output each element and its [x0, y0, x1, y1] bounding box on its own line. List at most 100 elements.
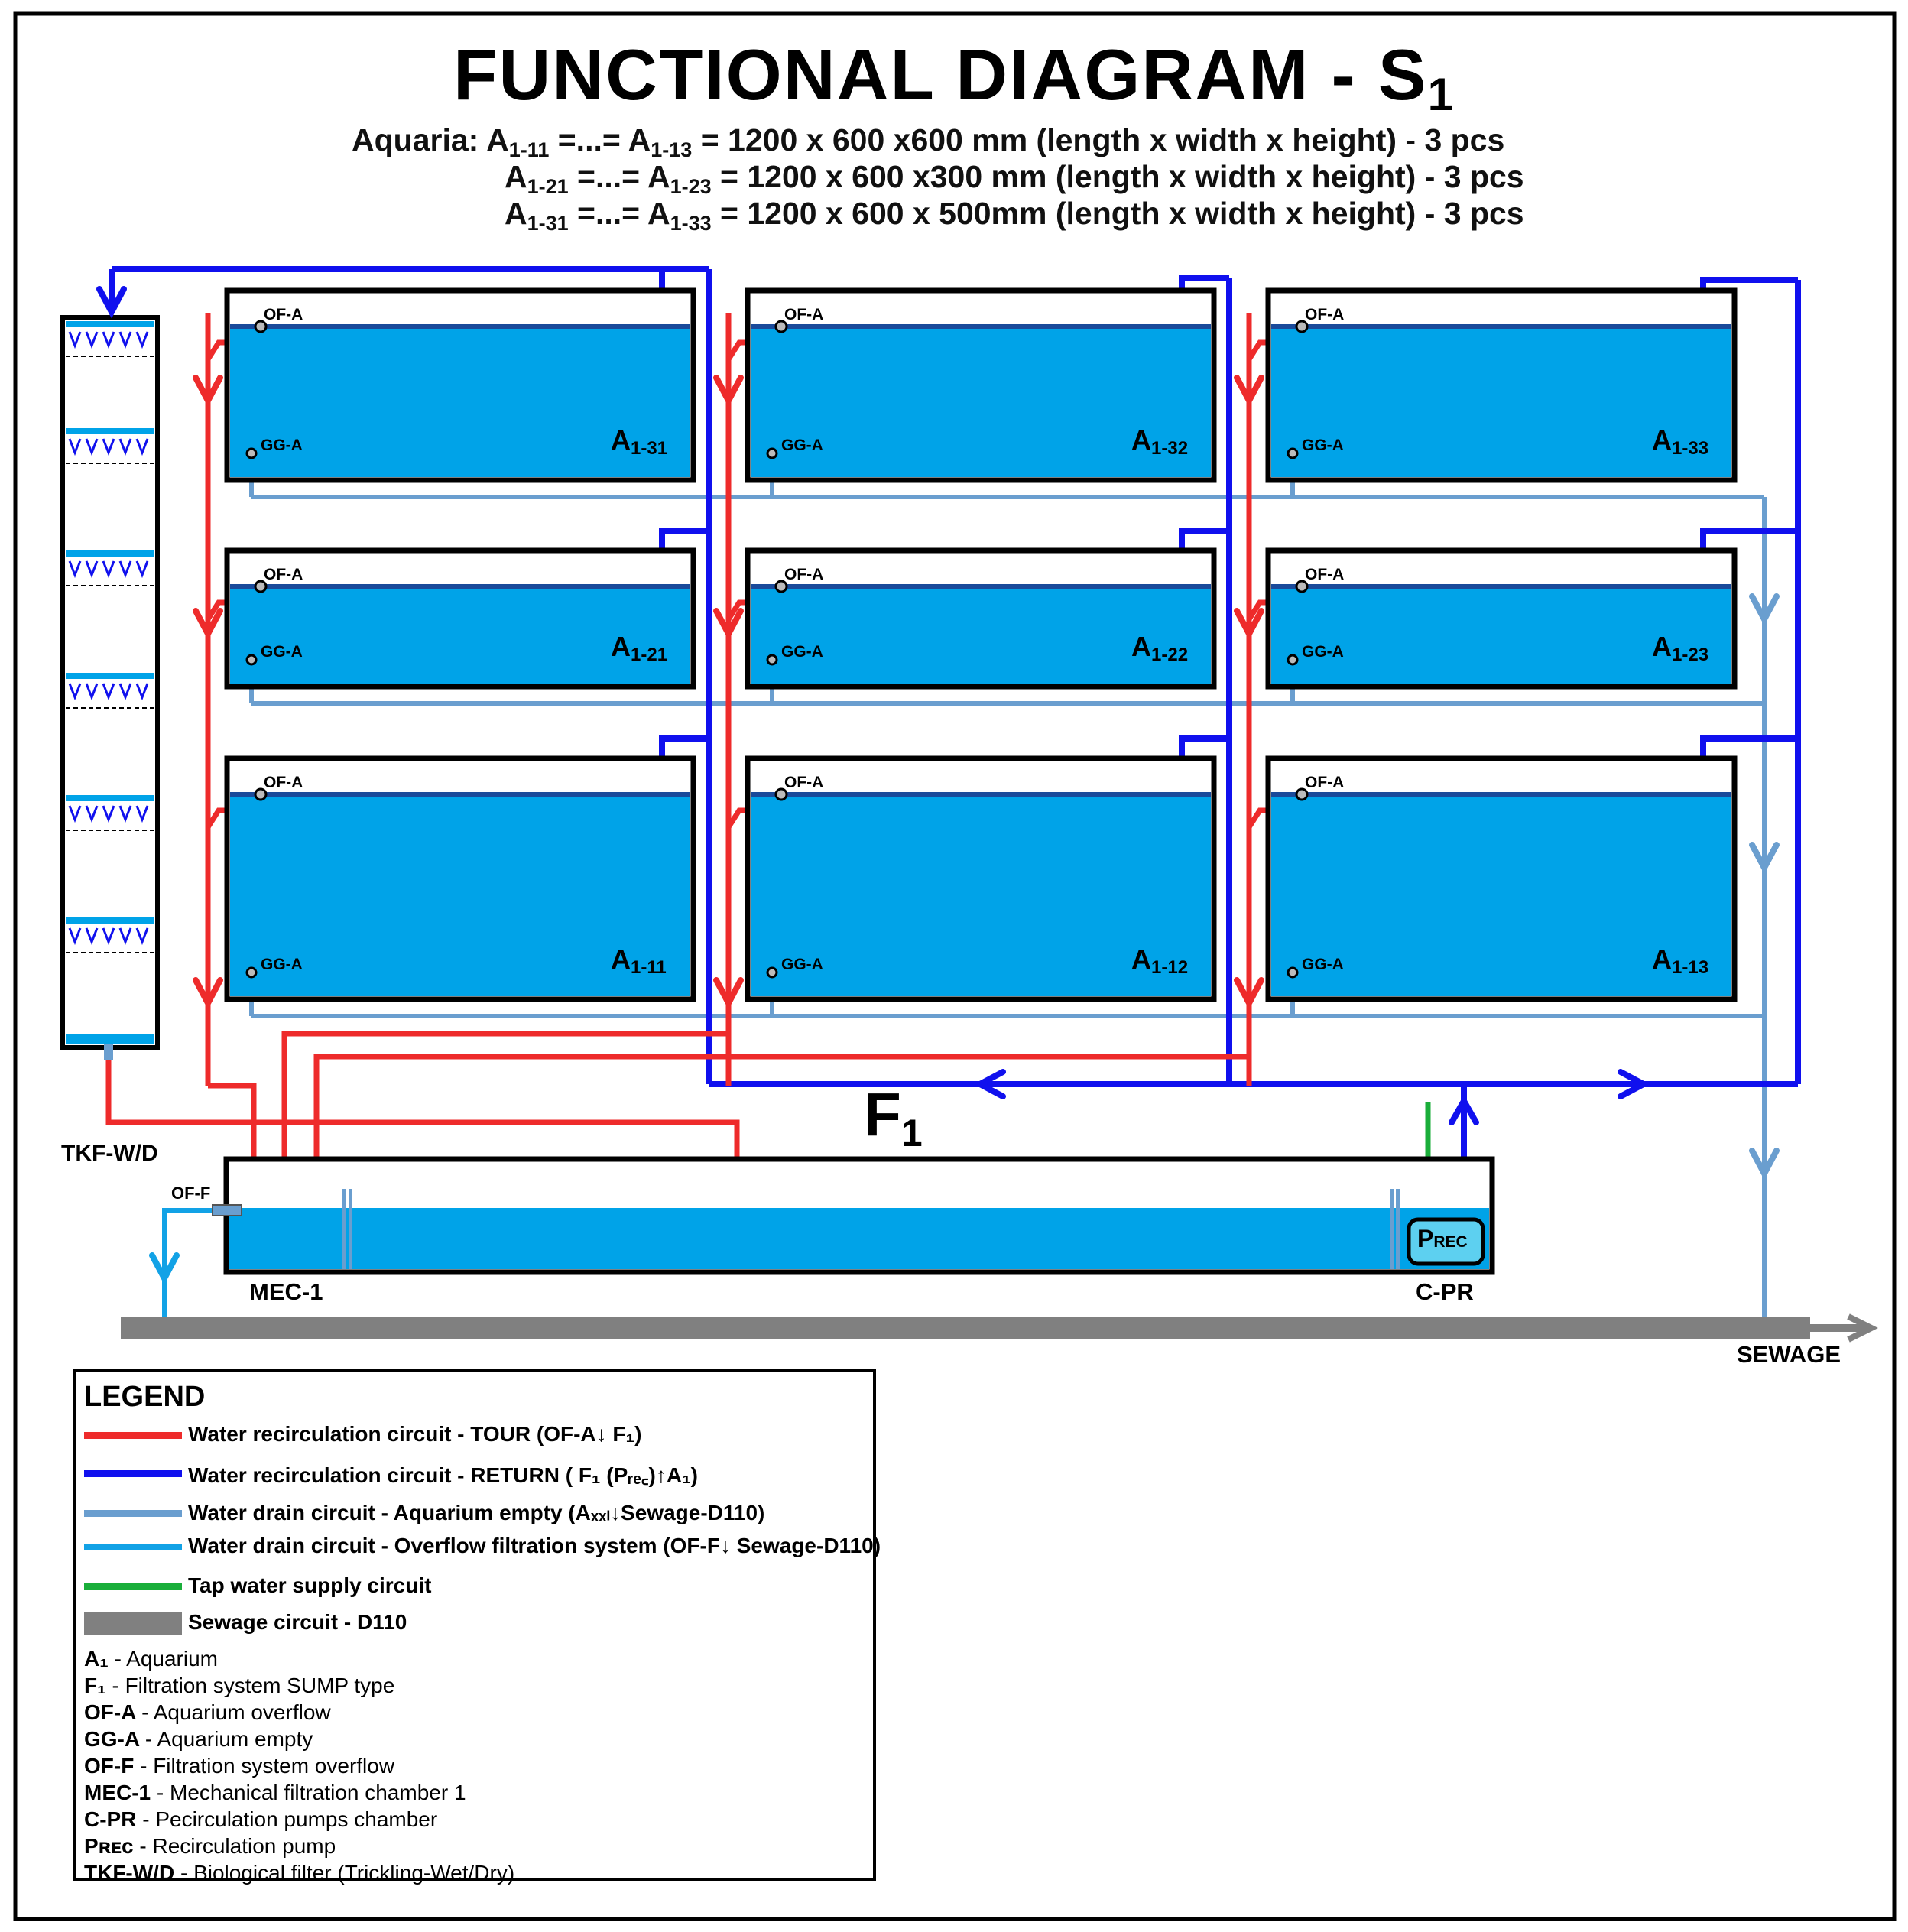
legend-abbr-1: A₁ - Aquarium: [84, 1647, 218, 1671]
aquarium-label: A1-23: [1652, 631, 1709, 665]
legend-text: Tap water supply circuit: [188, 1573, 432, 1597]
gg-a-port: [766, 447, 778, 459]
aquarium-1-11: [224, 755, 696, 1002]
tour-arrow: [713, 977, 744, 1010]
aquarium-label: A1-13: [1652, 943, 1709, 978]
legend-text: Water drain circuit - Overflow filtratio…: [188, 1534, 881, 1557]
aquarium-1-22: [745, 547, 1217, 690]
legend-abbr-6: MEC-1 - Mechanical filtration chamber 1: [84, 1781, 466, 1804]
legend-abbr-5: OF-F - Filtration system overflow: [84, 1754, 395, 1778]
tkf-tray: [66, 428, 154, 464]
label-of-a: OF-A: [784, 566, 824, 583]
label-gg-a: GG-A: [261, 643, 303, 661]
tour-arrow: [1234, 977, 1264, 1010]
label-mec: MEC-1: [249, 1278, 323, 1305]
label-of-a: OF-A: [264, 774, 303, 791]
aquarium-1-33: [1265, 287, 1738, 483]
label-tkf: TKF-W/D: [61, 1141, 158, 1166]
aquarium-1-32: [745, 287, 1217, 483]
legend-abbr-9: TKF-W/D - Biological filter (Trickling-W…: [84, 1861, 515, 1885]
aquarium-1-13: [1265, 755, 1738, 1002]
tour-arrow: [193, 375, 223, 408]
label-pump: PREC: [1417, 1225, 1468, 1252]
return-arrow: [1618, 1069, 1650, 1099]
gg-a-port: [245, 966, 258, 979]
legend-text: Water recirculation circuit - RETURN ( F…: [188, 1463, 699, 1487]
label-of-a: OF-A: [264, 306, 303, 323]
tkf-tray: [66, 673, 154, 709]
aquarium-1-12: [745, 755, 1217, 1002]
aquarium-label: A1-21: [611, 631, 668, 665]
label-of-a: OF-A: [784, 774, 824, 791]
of-a-port: [254, 787, 268, 801]
gg-a-port: [245, 447, 258, 459]
outer-border: [13, 11, 1897, 1921]
tkf-tray: [66, 550, 154, 586]
of-a-port: [774, 787, 788, 801]
tkf-tray: [66, 321, 154, 357]
tkf-tray: [66, 917, 154, 953]
aquarium-1-21: [224, 547, 696, 690]
legend-text: Water recirculation circuit - TOUR (OF-A…: [188, 1422, 642, 1446]
tkf-tray: [66, 795, 154, 831]
drain-arrow: [1749, 842, 1780, 875]
of-a-port: [254, 320, 268, 333]
legend-abbr-7: C-PR - Pecirculation pumps chamber: [84, 1807, 438, 1831]
of-a-port: [1295, 580, 1309, 593]
gg-a-port: [1287, 447, 1299, 459]
gg-a-port: [766, 966, 778, 979]
legend: LEGEND Water recirculation circuit - TOU…: [73, 1369, 881, 1885]
spec-line-3: A1-31 =...= A1-33 = 1200 x 600 x 500mm (…: [505, 196, 1524, 235]
aquarium-label: A1-31: [611, 424, 668, 459]
aquarium-1-23: [1265, 547, 1738, 690]
sewage-pipe: [121, 1317, 1810, 1339]
legend-abbr-4: GG-A - Aquarium empty: [84, 1727, 313, 1751]
label-sewage: SEWAGE: [1737, 1341, 1841, 1368]
legend-text: Sewage circuit - D110: [188, 1610, 407, 1634]
legend-text: Water drain circuit - Aquarium empty (Aₓ…: [188, 1501, 765, 1524]
gg-a-port: [245, 654, 258, 666]
spec-line-1: Aquaria: A1-11 =...= A1-13 = 1200 x 600 …: [352, 122, 1505, 161]
tour-arrow: [713, 375, 744, 408]
tour-to-sump: [281, 1031, 728, 1202]
of-a-port: [774, 320, 788, 333]
label-filter-f1: F1: [864, 1080, 923, 1154]
of-a-port: [774, 580, 788, 593]
legend-swatch: [84, 1469, 182, 1477]
drain-arrow: [1749, 1148, 1780, 1180]
label-gg-a: GG-A: [261, 437, 303, 454]
tour-arrow: [713, 608, 744, 641]
aquarium-1-31: [224, 287, 696, 483]
legend-swatch: [84, 1509, 182, 1517]
overflow-arrow: [149, 1252, 180, 1285]
tour-arrow: [193, 977, 223, 1010]
tour-arrow: [1234, 375, 1264, 408]
gg-a-port: [766, 654, 778, 666]
label-of-a: OF-A: [1305, 774, 1345, 791]
aquarium-label: A1-33: [1652, 424, 1709, 459]
label-of-a: OF-A: [1305, 566, 1345, 583]
label-of-a: OF-A: [264, 566, 303, 583]
return-arrow: [1449, 1094, 1479, 1125]
return-arrow: [96, 286, 127, 319]
label-gg-a: GG-A: [1302, 437, 1344, 454]
label-gg-a: GG-A: [781, 437, 823, 454]
label-gg-a: GG-A: [1302, 956, 1344, 973]
label-cpr: C-PR: [1416, 1278, 1474, 1305]
label-of-a: OF-A: [1305, 306, 1345, 323]
legend-abbr-2: F₁ - Filtration system SUMP type: [84, 1674, 395, 1697]
spec-line-2: A1-21 =...= A1-23 = 1200 x 600 x300 mm (…: [505, 159, 1524, 198]
aquarium-label: A1-32: [1131, 424, 1189, 459]
tour-arrow: [193, 608, 223, 641]
tour-arrow: [1234, 608, 1264, 641]
legend-title: LEGEND: [84, 1381, 206, 1413]
label-gg-a: GG-A: [1302, 643, 1344, 661]
aquarium-label: A1-12: [1131, 943, 1189, 978]
page-title: FUNCTIONAL DIAGRAM - S1: [453, 34, 1455, 120]
of-a-port: [1295, 320, 1309, 333]
label-of-f: OF-F: [171, 1184, 211, 1203]
legend-swatch: [84, 1543, 182, 1550]
label-gg-a: GG-A: [261, 956, 303, 973]
legend-abbr-8: Pʀᴇᴄ - Recirculation pump: [84, 1834, 336, 1858]
